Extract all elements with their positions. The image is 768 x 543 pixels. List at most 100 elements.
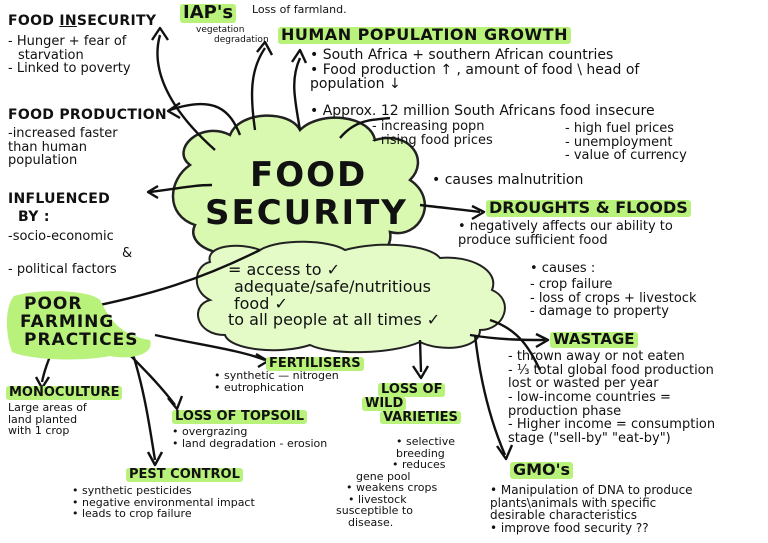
fertilisers-title: FERTILISERS xyxy=(266,357,364,371)
list-item: Large areas of xyxy=(8,401,87,414)
influenced-by-title-2: BY : xyxy=(18,209,50,225)
poor-farming-line: PRACTICES xyxy=(24,329,139,350)
list-item: disease. xyxy=(348,515,394,529)
food-insecurity-title: FOOD INSECURITY xyxy=(8,14,156,29)
list-item: production phase xyxy=(508,403,622,419)
monoculture-title: MONOCULTURE xyxy=(6,386,123,400)
list-item: • negative environmental impact xyxy=(72,495,255,509)
fertilisers-list: • synthetic — nitrogen • eutrophication xyxy=(214,370,339,393)
definition-cloud xyxy=(195,240,506,354)
human-population-list: • South Africa + southern African countr… xyxy=(310,48,639,92)
definition-text: = access to ✓ adequate/safe/nutritious f… xyxy=(228,260,441,330)
list-item: - ⅓ total global food production xyxy=(508,362,714,378)
list-item: starvation xyxy=(18,47,84,63)
center-title-security: SECURITY xyxy=(205,193,408,233)
wild-varieties-list: • selective breeding • reduces gene pool… xyxy=(336,436,455,528)
list-item: - low-income countries = xyxy=(508,389,671,405)
list-item: • land degradation - erosion xyxy=(172,436,328,450)
list-item: breeding xyxy=(396,446,445,460)
droughts-list: • negatively affects our ability to prod… xyxy=(458,220,673,247)
gmos-list: • Manipulation of DNA to produce plants\… xyxy=(490,484,693,534)
list-item: • reduces xyxy=(392,458,446,472)
list-item: land planted xyxy=(8,412,78,426)
list-item: • improve food security ?? xyxy=(490,520,649,535)
gmos-title: GMO's xyxy=(510,461,574,479)
list-item: • synthetic — nitrogen xyxy=(214,369,339,382)
human-population-right-causes: - high fuel prices - unemployment - valu… xyxy=(565,122,687,163)
definition-line: = access to ✓ xyxy=(228,260,341,279)
list-item: - increasing popn xyxy=(372,119,485,134)
list-item: • livestock xyxy=(348,492,407,506)
pest-control-list: • synthetic pesticides • negative enviro… xyxy=(72,485,255,520)
list-item: susceptible to xyxy=(336,504,413,518)
wild-varieties-title: LOSS OF WILD VARIETIES xyxy=(362,382,461,425)
list-item: - Linked to poverty xyxy=(8,61,131,77)
list-item: • negatively affects our ability to xyxy=(458,219,673,234)
poor-farming-title: POOR FARMING PRACTICES xyxy=(20,294,139,350)
food-production-title: FOOD PRODUCTION xyxy=(8,107,167,123)
iaps-title: IAP's xyxy=(180,3,237,23)
list-item: gene pool xyxy=(356,469,411,483)
wild-varieties-line: WILD xyxy=(362,397,407,411)
human-population-left-causes: - increasing popn - rising food prices xyxy=(372,120,493,147)
food-insecurity-title-in: IN xyxy=(59,13,77,29)
iaps-sub2: degradation xyxy=(214,35,269,45)
droughts-causes-title: • causes : xyxy=(530,261,596,276)
list-item: • South Africa + southern African countr… xyxy=(310,47,614,63)
list-item: population xyxy=(8,153,78,169)
wastage-list: - thrown away or not eaten - ⅓ total glo… xyxy=(508,350,715,445)
food-production-list: -increased faster than human population xyxy=(8,127,118,168)
pest-control-title: PEST CONTROL xyxy=(126,468,243,482)
wild-varieties-line: VARIETIES xyxy=(380,410,461,425)
list-item: • Food production ↑ , amount of food \ h… xyxy=(310,61,640,78)
list-item: produce sufficient food xyxy=(458,232,608,248)
list-item: with 1 crop xyxy=(8,424,70,438)
list-item: than human xyxy=(8,139,88,155)
food-insecurity-title-post: SECURITY xyxy=(76,13,157,29)
human-population-title: HUMAN POPULATION GROWTH xyxy=(278,26,571,44)
food-insecurity-list: - Hunger + fear of starvation - Linked t… xyxy=(8,35,131,76)
droughts-title: DROUGHTS & FLOODS xyxy=(486,199,691,217)
wild-varieties-line: LOSS OF xyxy=(378,383,446,397)
poor-farming-line: FARMING xyxy=(20,311,115,332)
iaps-extra: Loss of farmland. xyxy=(252,3,347,16)
list-item: - crop failure xyxy=(530,277,613,292)
list-item: • overgrazing xyxy=(172,425,248,438)
list-item: - high fuel prices xyxy=(565,121,674,136)
list-item: • synthetic pesticides xyxy=(72,484,192,497)
list-item: - Higher income = consumption xyxy=(508,417,716,433)
topsoil-list: • overgrazing • land degradation - erosi… xyxy=(172,426,327,449)
arrow-heads xyxy=(34,26,550,467)
list-item: population ↓ xyxy=(310,76,401,93)
list-item: - unemployment xyxy=(565,134,673,150)
list-item: plants\animals with specific xyxy=(490,495,657,510)
list-item: - loss of crops + livestock xyxy=(530,290,697,306)
definition-line: food ✓ xyxy=(234,293,288,313)
droughts-causes-list: - crop failure - loss of crops + livesto… xyxy=(530,278,697,319)
topsoil-title: LOSS OF TOPSOIL xyxy=(172,410,307,424)
poor-farming-line: POOR xyxy=(24,294,83,314)
list-item: -increased faster xyxy=(8,126,118,141)
definition-line: adequate/safe/nutritious xyxy=(234,276,431,296)
list-item: • Manipulation of DNA to produce xyxy=(490,483,693,497)
iaps-sub1: vegetation xyxy=(196,25,245,35)
definition-line: to all people at all times ✓ xyxy=(228,310,441,330)
list-item: stage ("sell-by" "eat-by") xyxy=(508,430,671,446)
connector-lines xyxy=(40,34,546,461)
list-item: • leads to crop failure xyxy=(72,507,192,521)
list-item: -socio-economic xyxy=(8,229,114,244)
list-item: desirable characteristics xyxy=(490,508,637,523)
poor-farming-highlight xyxy=(6,291,151,360)
list-item: • weakens crops xyxy=(346,481,438,495)
influenced-by-title-1: INFLUENCED xyxy=(8,191,111,207)
list-item: - value of currency xyxy=(565,148,687,164)
list-item: - political factors xyxy=(8,262,117,277)
list-item: • eutrophication xyxy=(214,380,304,394)
center-title-food: FOOD xyxy=(250,155,368,195)
list-item: - Hunger + fear of xyxy=(8,34,127,49)
monoculture-list: Large areas of land planted with 1 crop xyxy=(8,402,87,437)
list-item: & xyxy=(122,246,133,261)
list-item: • selective xyxy=(396,435,456,448)
list-item: - rising food prices xyxy=(372,132,493,148)
